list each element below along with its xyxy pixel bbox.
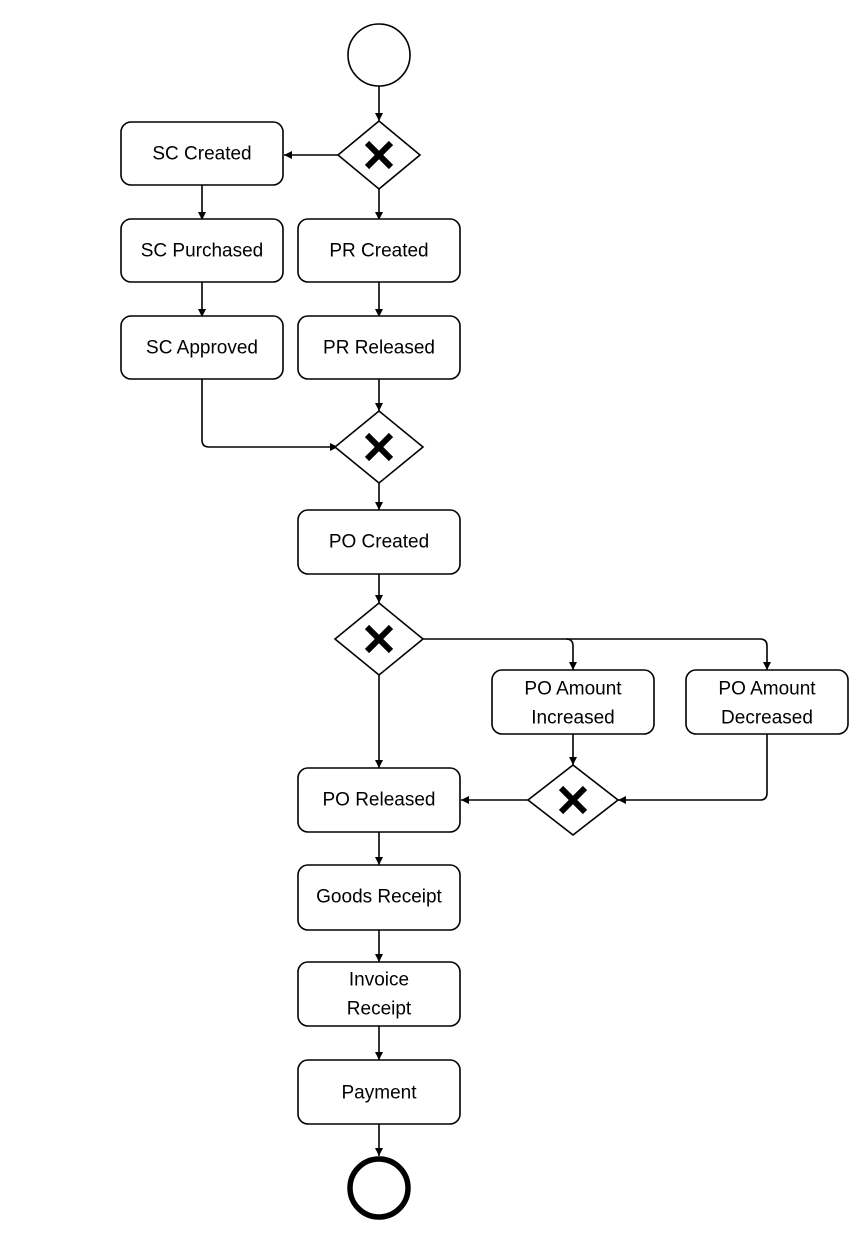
task-label: SC Created — [152, 144, 251, 165]
task-sc-created: SC Created — [120, 121, 284, 186]
task-label: Goods Receipt — [316, 887, 442, 908]
task-label: PR Created — [329, 241, 428, 262]
task-goods-receipt: Goods Receipt — [297, 864, 461, 931]
task-label-line1: PO Amount — [524, 679, 622, 700]
start-event-icon — [347, 23, 411, 87]
task-po-created: PO Created — [297, 509, 461, 575]
flow-sc-approved-to-gateway2 — [201, 379, 338, 451]
exclusive-gateway-icon — [526, 763, 620, 837]
exclusive-gateway-icon — [336, 119, 422, 191]
task-label-line2: Increased — [531, 708, 614, 729]
task-label: Payment — [342, 1083, 418, 1104]
task-label-line1: PO Amount — [718, 679, 816, 700]
task-label: PO Created — [329, 532, 429, 553]
task-label-line2: Receipt — [347, 999, 412, 1020]
task-sc-purchased: SC Purchased — [120, 218, 284, 283]
task-label: PO Released — [322, 790, 435, 811]
task-po-amount-decreased: PO Amount Decreased — [685, 669, 849, 735]
exclusive-gateway-icon — [333, 409, 425, 485]
task-pr-created: PR Created — [297, 218, 461, 283]
task-label-line2: Decreased — [721, 708, 813, 729]
flow-amount-decreased-to-gateway4 — [618, 734, 768, 804]
task-po-released: PO Released — [297, 767, 461, 833]
task-payment: Payment — [297, 1059, 461, 1125]
task-label: PR Released — [323, 338, 435, 359]
end-event-icon — [347, 1156, 411, 1220]
task-label: SC Purchased — [141, 241, 264, 262]
task-po-amount-increased: PO Amount Increased — [491, 669, 655, 735]
flow-gateway3-to-amount-decreased — [566, 638, 771, 670]
task-invoice-receipt: Invoice Receipt — [297, 961, 461, 1027]
flow-gateway3-to-amount-increased — [421, 638, 577, 670]
exclusive-gateway-icon — [333, 601, 425, 677]
task-sc-approved: SC Approved — [120, 315, 284, 380]
task-label-line1: Invoice — [349, 970, 409, 991]
task-pr-released: PR Released — [297, 315, 461, 380]
sequence-flows — [198, 86, 771, 1156]
task-label: SC Approved — [146, 338, 258, 359]
